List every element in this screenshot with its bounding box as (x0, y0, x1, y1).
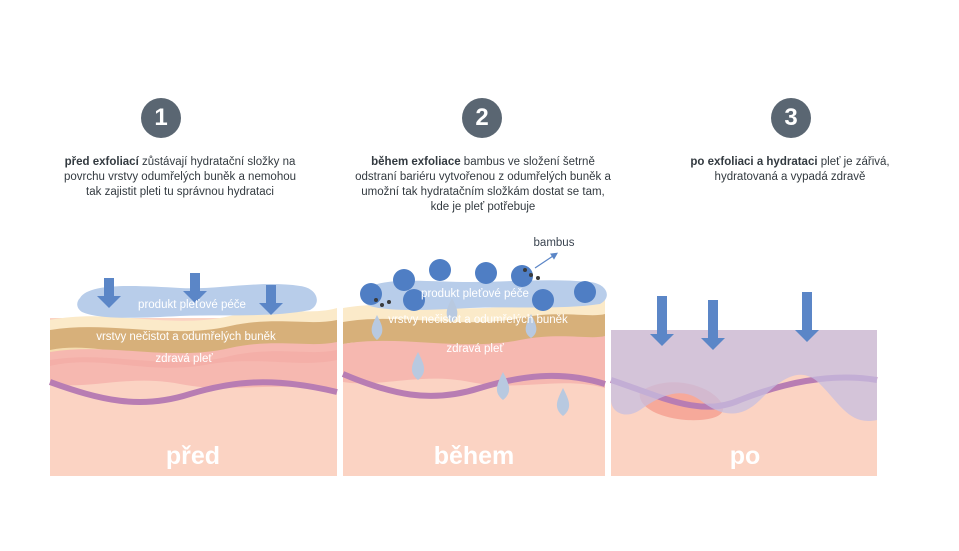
step-2-bold: během exfoliace (371, 156, 461, 168)
panel-during: bambus produkt pleťové péče vrstvy nečis… (341, 237, 607, 476)
drop-icon (411, 352, 425, 380)
label-dirt: vrstvy nečistot a odumřelých buněk (388, 314, 568, 326)
vein-line (341, 371, 606, 399)
bamboo-particle-icon (532, 289, 554, 311)
vein-line (48, 379, 338, 405)
step-2-number: 2 (462, 98, 502, 138)
label-product: produkt pleťové péče (421, 288, 529, 300)
dead-cell-specks (374, 268, 540, 307)
hydrated-layer (611, 330, 877, 422)
down-arrows (97, 273, 283, 315)
down-arrow-icon (97, 278, 121, 308)
step-1-description: před exfoliací zůstávají hydratační slož… (55, 155, 305, 200)
panel-title-after: po (730, 442, 761, 470)
drop-icon (525, 314, 537, 338)
down-arrow-icon (701, 300, 725, 350)
down-arrow-icon (183, 273, 207, 303)
step-1-bold: před exfoliací (64, 156, 139, 168)
panel-title-during: během (434, 442, 515, 470)
label-healthy: zdravá pleť (446, 343, 504, 355)
water-drops (371, 298, 570, 416)
bamboo-particle-icon (360, 283, 382, 305)
drop-icon (496, 372, 510, 400)
panel-after: po (610, 292, 878, 476)
step-2-description: během exfoliace bambus ve složení šetrně… (355, 155, 611, 215)
step-1-text: zůstávají hydratační složky na povrchu v… (63, 156, 297, 198)
panel-title-before: před (166, 442, 220, 470)
label-bamboo: bambus (534, 237, 575, 249)
down-arrow-icon (795, 292, 819, 342)
step-3-description: po exfoliaci a hydrataci pleť je zářivá,… (662, 155, 918, 185)
bamboo-particle-icon (475, 262, 497, 284)
step-1-number: 1 (141, 98, 181, 138)
step-3-bold: po exfoliaci a hydrataci (690, 156, 818, 168)
bamboo-particle-icon (393, 269, 415, 291)
label-healthy: zdravá pleť (155, 353, 213, 365)
callout-arrow (534, 252, 558, 269)
bamboo-particle-icon (429, 259, 451, 281)
step-3-number: 3 (771, 98, 811, 138)
down-arrow-icon (650, 296, 674, 346)
drop-icon (446, 298, 458, 322)
step-3-text: pleť je zářivá, hydratovaná a vypadá zdr… (714, 156, 890, 183)
drop-icon (556, 388, 570, 416)
down-arrows (650, 292, 819, 350)
label-product: produkt pleťové péče (138, 299, 246, 311)
drop-icon (371, 315, 383, 340)
down-arrow-icon (259, 285, 283, 315)
bamboo-particle-icon (574, 281, 596, 303)
step-2-text: bambus ve složení šetrně odstraní bariér… (355, 156, 611, 213)
bamboo-particle-icon (403, 289, 425, 311)
panel-before: produkt pleťové péče vrstvy nečistot a o… (48, 273, 338, 476)
bamboo-particle-icon (511, 265, 533, 287)
label-dirt: vrstvy nečistot a odumřelých buněk (96, 331, 276, 343)
